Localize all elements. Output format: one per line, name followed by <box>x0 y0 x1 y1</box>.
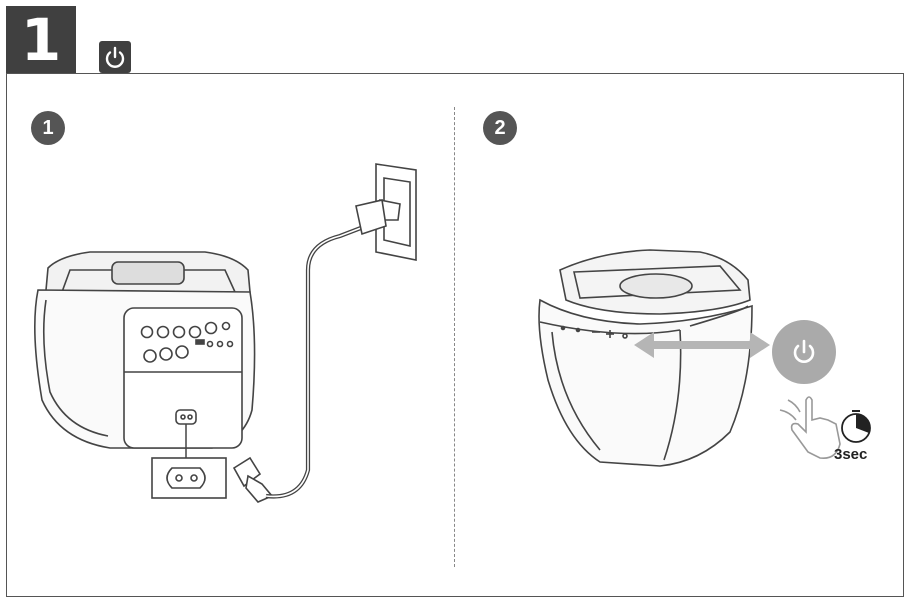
speaker-back-illustration <box>34 251 256 449</box>
double-headed-arrow <box>634 332 770 358</box>
inlet-socket-closeup <box>166 467 206 489</box>
pointing-hand-icon <box>779 396 841 460</box>
hold-duration-label: 3sec <box>834 446 868 463</box>
panel-divider <box>454 107 455 567</box>
power-plug <box>232 456 274 503</box>
step-number-tab: 1 <box>6 6 76 74</box>
panel-2-number-badge: 2 <box>483 111 517 145</box>
timer-icon <box>841 410 871 443</box>
power-button-icon <box>793 339 815 363</box>
instruction-frame <box>6 73 904 597</box>
panel-1-number-badge: 1 <box>31 111 65 145</box>
inlet-callout-box <box>151 457 227 499</box>
speaker-top-illustration <box>538 249 753 467</box>
wall-outlet <box>355 163 417 261</box>
power-icon <box>99 41 131 73</box>
